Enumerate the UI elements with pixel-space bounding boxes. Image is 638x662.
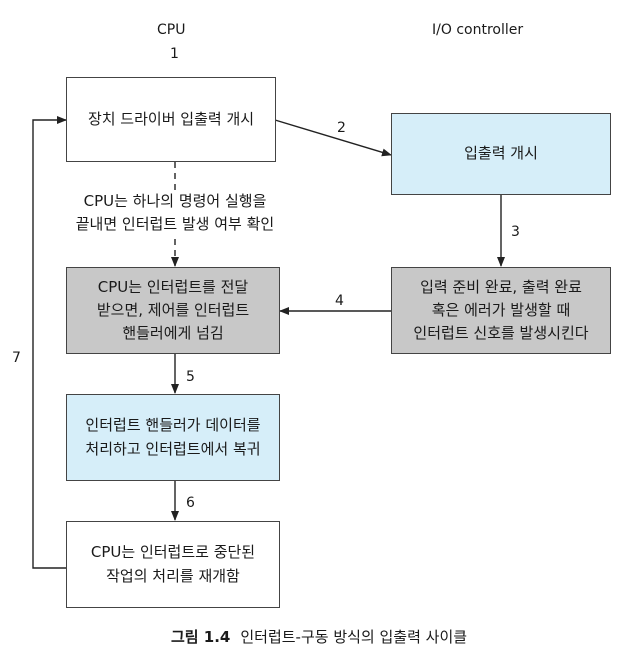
step-number-1: 1 (170, 46, 179, 62)
interrupt-handler-label: 인터럽트 핸들러가 데이터를 처리하고 인터럽트에서 복귀 (85, 416, 261, 458)
arrow-step-2 (274, 119, 392, 157)
io-controller-column-header: I/O controller (432, 22, 524, 38)
cpu-resume-box: CPU는 인터럽트로 중단된 작업의 처리를 재개함 (66, 521, 280, 608)
figure-number: 그림 1.4 (170, 628, 231, 646)
figure-title: 인터럽트-구동 방식의 입출력 사이클 (240, 628, 468, 646)
step-number-7: 7 (12, 350, 21, 366)
step-number-3: 3 (511, 224, 520, 240)
io-interrupt-signal-box: 입력 준비 완료, 출력 완료 혹은 에러가 발생할 때 인터럽트 신호를 발생… (391, 267, 611, 354)
step-number-2: 2 (337, 120, 346, 136)
io-start-box: 입출력 개시 (391, 113, 611, 195)
step-number-5: 5 (186, 369, 195, 385)
cpu-transfer-control-box: CPU는 인터럽트를 전달 받으면, 제어를 인터럽트 핸들러에게 넘김 (66, 267, 280, 354)
driver-io-start-label: 장치 드라이버 입출력 개시 (87, 109, 255, 128)
driver-io-start-box: 장치 드라이버 입출력 개시 (66, 77, 276, 162)
io-start-label: 입출력 개시 (464, 144, 538, 163)
step-number-4: 4 (335, 293, 344, 309)
step-number-6: 6 (186, 495, 195, 511)
interrupt-handler-box: 인터럽트 핸들러가 데이터를 처리하고 인터럽트에서 복귀 (66, 394, 280, 481)
io-interrupt-signal-label: 입력 준비 완료, 출력 완료 혹은 에러가 발생할 때 인터럽트 신호를 발생… (413, 277, 589, 343)
cpu-interrupt-check-note: CPU는 하나의 명령어 실행을 끝내면 인터럽트 발생 여부 확인 (62, 190, 288, 237)
arrow-step-7 (32, 116, 67, 569)
figure-caption: 그림 1.4 인터럽트-구동 방식의 입출력 사이클 (0, 626, 638, 647)
cpu-transfer-control-label: CPU는 인터럽트를 전달 받으면, 제어를 인터럽트 핸들러에게 넘김 (96, 277, 250, 343)
cpu-column-header: CPU (157, 22, 186, 38)
cpu-resume-label: CPU는 인터럽트로 중단된 작업의 처리를 재개함 (90, 543, 256, 585)
